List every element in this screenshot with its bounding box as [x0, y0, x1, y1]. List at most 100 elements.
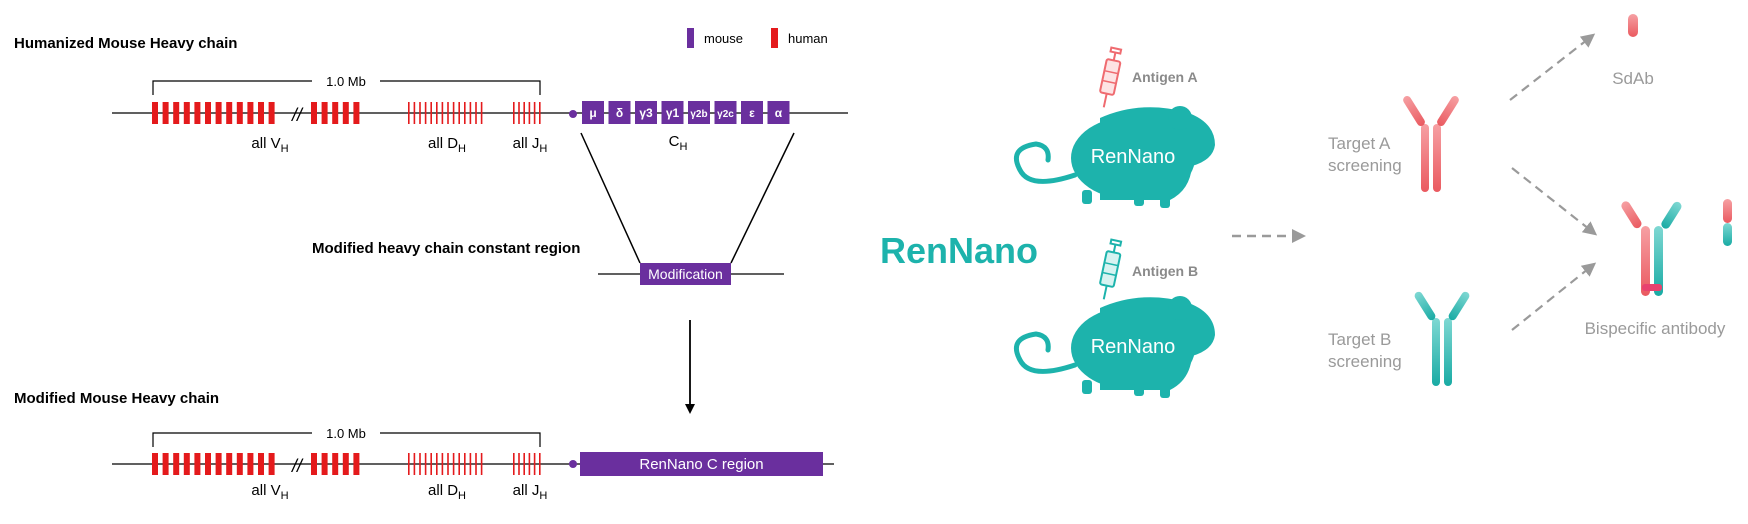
v-segment	[342, 453, 349, 475]
v-segment	[247, 453, 254, 475]
antigen-a-label: Antigen A	[1132, 69, 1198, 85]
label-all-vh-bottom: all VH	[251, 482, 288, 502]
v-segment	[332, 102, 339, 124]
j-segment	[533, 453, 536, 475]
d-segment	[430, 102, 432, 124]
break-mark-bottom: //	[290, 456, 304, 476]
modification-label: Modification	[648, 266, 723, 282]
v-segment	[215, 453, 222, 475]
constant-gene-label: α	[775, 106, 783, 120]
v-segment	[162, 102, 169, 124]
d-segment	[447, 453, 449, 475]
constant-genes: μ δ γ3 γ1 γ2b γ2c ε α	[582, 101, 790, 124]
j-segment	[539, 453, 541, 475]
mouse-b-label: RenNano	[1091, 336, 1176, 358]
j-segment	[533, 102, 536, 124]
d-segment	[480, 102, 483, 124]
d-segment	[419, 102, 421, 124]
v-segment	[226, 102, 233, 124]
label-all-vh-top: all VH	[251, 135, 288, 155]
scale-bracket-top	[152, 80, 541, 95]
scale-label-bottom: 1.0 Mb	[326, 426, 366, 441]
v-segment	[173, 453, 180, 475]
bispecific-antibody-icon	[1621, 201, 1682, 296]
v-segment	[215, 102, 222, 124]
legend-human-label: human	[788, 31, 828, 46]
constant-gene-label: γ3	[639, 106, 653, 120]
d-segment	[447, 102, 449, 124]
d-segment	[424, 453, 427, 475]
j-segment	[539, 102, 541, 124]
v-segment	[162, 453, 169, 475]
constant-gene-box	[767, 101, 790, 124]
v-segment	[353, 453, 360, 475]
modification-box	[640, 263, 731, 285]
arrow-a-to-bispecific	[1511, 167, 1598, 236]
mouse-icon-a	[1014, 106, 1215, 208]
v-segment	[205, 102, 211, 124]
constant-gene-label: γ2c	[717, 109, 734, 120]
v-segment	[268, 453, 275, 475]
label-all-jh-bottom: all JH	[513, 482, 548, 502]
antibody-icon-a	[1403, 95, 1459, 192]
arrow-b-to-bispecific	[1511, 262, 1597, 331]
v-segment	[321, 102, 328, 124]
v-segment	[342, 102, 349, 124]
j-segment	[513, 102, 515, 124]
v-segments-bottom	[152, 453, 360, 475]
v-segment	[236, 453, 243, 475]
antigen-b-label: Antigen B	[1132, 263, 1198, 279]
title-modified-constant-region: Modified heavy chain constant region	[312, 240, 580, 257]
d-segments-top	[408, 102, 483, 124]
v-segment	[332, 453, 339, 475]
d-segment	[475, 453, 477, 475]
left-panel: Humanized Mouse Heavy chain mouse human …	[14, 28, 848, 502]
title-modified-mouse-heavy-chain: Modified Mouse Heavy chain	[14, 390, 219, 407]
constant-gene-label: ε	[749, 106, 755, 120]
v-segment	[183, 102, 190, 124]
constant-gene-box	[741, 101, 763, 124]
v-segment	[183, 453, 190, 475]
v-segment	[258, 102, 264, 124]
v-segment	[353, 102, 360, 124]
legend: mouse human	[687, 28, 828, 48]
d-segment	[464, 453, 466, 475]
scale-label-top: 1.0 Mb	[326, 74, 366, 89]
constant-gene-label: γ2b	[690, 109, 707, 120]
label-all-jh-top: all JH	[513, 135, 548, 155]
right-panel: RenNano Antigen A RenNano	[880, 14, 1732, 398]
d-segment	[452, 453, 455, 475]
constant-gene-label: δ	[616, 106, 623, 120]
label-all-dh-bottom: all DH	[428, 482, 466, 502]
d-segments-bottom	[408, 453, 483, 475]
d-segment	[475, 102, 477, 124]
funnel-left-line	[580, 132, 641, 264]
syringe-icon-b	[1099, 238, 1123, 300]
constant-gene-label: μ	[589, 106, 596, 120]
d-segment	[430, 453, 432, 475]
j-segment	[523, 453, 525, 475]
j-segment	[518, 102, 520, 124]
mouse-a-label: RenNano	[1091, 146, 1176, 168]
constant-gene-box	[582, 101, 604, 124]
d-segment	[441, 453, 444, 475]
j-segments-top	[513, 102, 541, 124]
d-segment	[413, 102, 416, 124]
rennano-c-region-label: RenNano C region	[639, 456, 763, 473]
d-segment	[480, 453, 483, 475]
j-segments-bottom	[513, 453, 541, 475]
d-segment	[458, 102, 460, 124]
constant-gene-label: γ1	[666, 106, 680, 120]
sdab-icon	[1628, 14, 1638, 37]
d-segment	[441, 102, 444, 124]
d-segment	[424, 102, 427, 124]
junction-dot-top	[569, 110, 577, 118]
legend-mouse-label: mouse	[704, 31, 743, 46]
v-segment	[194, 102, 201, 124]
j-segment	[513, 453, 515, 475]
d-segment	[458, 453, 460, 475]
j-segment	[528, 453, 531, 475]
v-segment	[268, 102, 275, 124]
d-segment	[436, 453, 438, 475]
